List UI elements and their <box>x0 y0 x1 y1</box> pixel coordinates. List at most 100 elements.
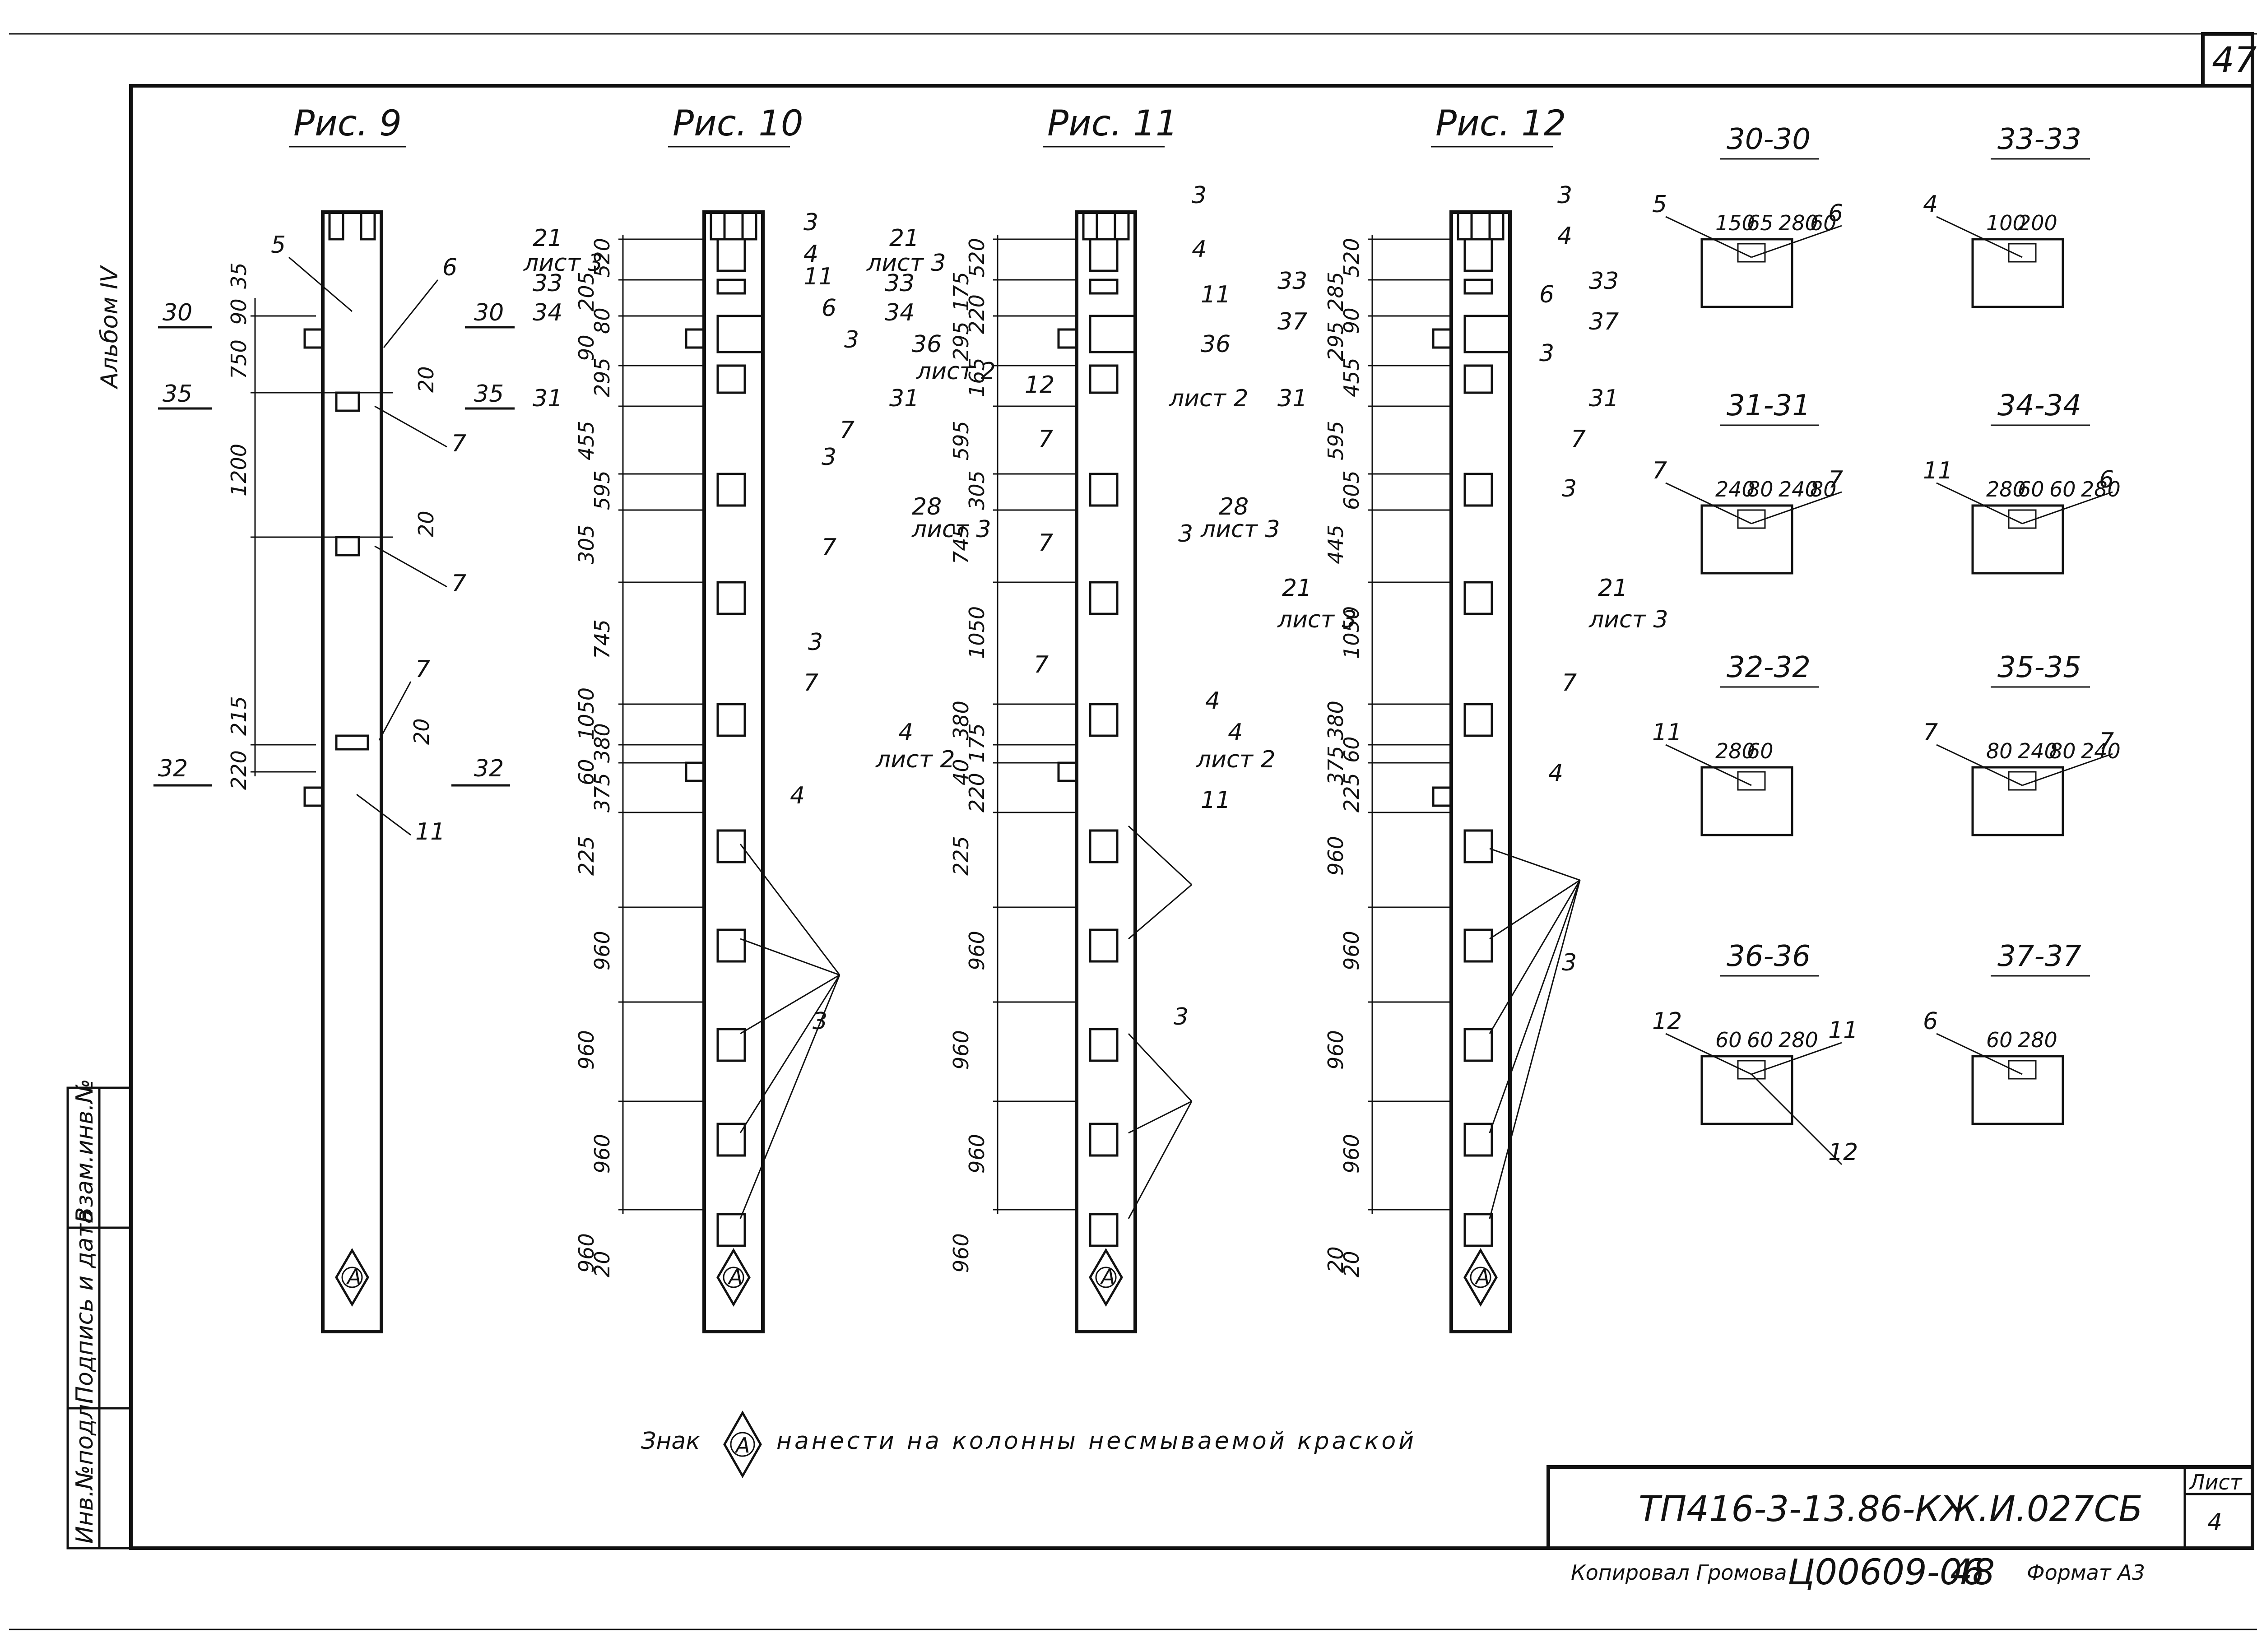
fig11-section: 4 <box>1228 719 1243 746</box>
fig10-callout: 4 <box>803 241 818 268</box>
fig11-callout: 3 <box>1174 1003 1189 1030</box>
embedded-part <box>716 1028 746 1062</box>
marker-circle <box>1095 1267 1117 1288</box>
figure-11-dim: 960 <box>949 1233 973 1273</box>
fig9-callout: 5 <box>271 232 286 259</box>
fig11-section: лист 3 <box>1200 516 1280 543</box>
section-leader <box>1751 1042 1842 1075</box>
section-insert <box>2008 1060 2037 1080</box>
figure-10-dim: 960 <box>590 1134 614 1174</box>
section-callout: 12 <box>1828 1139 1858 1166</box>
fig9-section: 35 <box>474 381 504 408</box>
fig10-callout: 6 <box>822 295 836 322</box>
fig11-callout: 11 <box>1201 787 1231 814</box>
fig12-callout: 3 <box>1562 475 1577 502</box>
fig9-section: 32 <box>474 755 504 782</box>
fig10-callout: 7 <box>803 669 818 696</box>
figure-11-annotations: 36 лист 2 28 лист 3 4 лист 2 36 лист 2 2… <box>875 182 1280 1219</box>
figure-12-dim: 445 <box>1324 524 1348 564</box>
section-dim: 240 <box>1715 477 1755 501</box>
fig9-section: 35 <box>163 381 192 408</box>
fig11-section: лист 3 <box>911 516 991 543</box>
note-marker: А <box>734 1433 750 1457</box>
fig9-dim: 20 <box>409 718 434 745</box>
embedded-part <box>716 581 746 615</box>
section-title: 36-36 <box>1727 940 1811 973</box>
section-dim: 200 <box>2018 211 2057 235</box>
album-label: Альбом IV <box>96 265 123 390</box>
marker-diamond <box>1089 1248 1123 1307</box>
embedded-part <box>1089 1028 1119 1062</box>
fig12-section: 37 <box>1589 308 1619 335</box>
figure-12-annotations: 33 37 31 21 лист 3 33 37 31 21 лист 3 3 … <box>1277 182 1668 1219</box>
section-leader <box>1936 1033 2023 1075</box>
fig9-dim: 35 <box>227 262 251 289</box>
section-title: 35-35 <box>1997 651 2081 684</box>
section-callout: 12 <box>1652 1008 1682 1035</box>
sheet-value: 4 <box>2207 1509 2222 1536</box>
fig11-callout: 7 <box>1034 651 1049 678</box>
fig10-callout: 3 <box>822 444 836 471</box>
fig9-dim: 20 <box>414 510 438 537</box>
marker-circle <box>723 1267 744 1288</box>
section-dim: 80 <box>1747 477 1774 501</box>
embedded-part <box>1463 278 1493 295</box>
side-stamp: Инв.№подл. Подпись и дата Взам.инв.№ Аль… <box>66 265 132 1550</box>
section-callout: 11 <box>1923 457 1953 484</box>
marker-diamond <box>723 1410 762 1479</box>
fig10-section: 33 <box>533 270 562 297</box>
figure-10-dim: 295 <box>590 357 614 397</box>
fig11-section: лист 2 <box>1169 385 1249 412</box>
section-dim: 60 <box>1747 739 1774 763</box>
embedded-part <box>1089 581 1119 615</box>
figure-title-9: Рис. 9 <box>293 103 402 144</box>
fig9-callout: 6 <box>442 254 457 281</box>
figure-12-dim: 455 <box>1339 357 1364 397</box>
stamp-inv-podl: Инв.№подл. <box>71 1397 98 1544</box>
embedded-part <box>1089 315 1137 353</box>
figure-12-dim: 380 <box>1324 701 1348 740</box>
note-text: нанести на колонны несмываемой краской <box>776 1428 1416 1455</box>
section-leader <box>1665 216 1752 258</box>
fig12-callout: 4 <box>1548 760 1563 787</box>
section-insert <box>2008 243 2037 263</box>
section-callout: 7 <box>1828 466 1843 493</box>
figure-11-dim: 175 <box>965 723 989 763</box>
section-dim: 80 <box>1810 477 1837 501</box>
embedded-part <box>335 536 360 557</box>
figure-12-dim: 960 <box>1324 1030 1348 1070</box>
stamp-vzam: Взам.инв.№ <box>71 1079 98 1223</box>
embedded-part <box>1089 829 1119 863</box>
embedded-part <box>1089 1123 1119 1157</box>
fig11-section: 4 <box>898 719 913 746</box>
column-bracket <box>1057 761 1077 782</box>
figure-11-dim: 295 <box>949 321 973 361</box>
figure-12-dim: 595 <box>1324 421 1348 460</box>
fig9-callout: 11 <box>415 818 445 845</box>
marker-diamond <box>335 1248 369 1307</box>
embedded-part <box>1463 703 1493 737</box>
fig11-callout: 4 <box>1192 236 1207 263</box>
fig11-callout: 7 <box>1038 529 1053 557</box>
column-bracket <box>1057 328 1077 349</box>
figure-10-dim: 20 <box>590 1251 614 1277</box>
figure-11-dim: 165 <box>965 357 989 397</box>
fig9-section: 30 <box>474 299 504 326</box>
embedded-part <box>716 829 746 863</box>
column-9: А <box>303 210 383 1333</box>
note: Знак А нанести на колонны несмываемой кр… <box>641 1410 1416 1479</box>
fig11-section: 28 <box>912 493 942 520</box>
figure-11-dim: 520 <box>965 238 989 278</box>
fig10-section: 21 <box>889 225 919 252</box>
section-dim: 240 <box>2018 739 2057 763</box>
fig9-dim: 750 <box>227 339 251 379</box>
section-dim: 280 <box>1779 1028 1818 1052</box>
fig11-callout: 3 <box>1192 182 1207 209</box>
section-dim: 240 <box>1779 477 1818 501</box>
figure-9-annotations: 90 35 750 20 1200 20 215 20 220 30 30 35… <box>153 232 515 845</box>
embedded-part <box>716 473 746 507</box>
